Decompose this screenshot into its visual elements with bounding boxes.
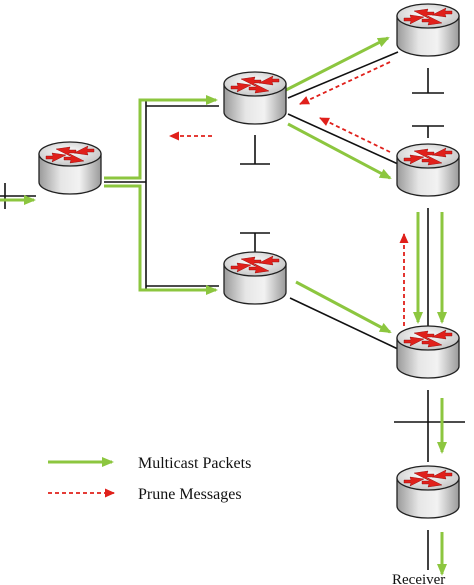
receiver-label: Receiver — [392, 572, 445, 585]
prune-arrows — [169, 61, 409, 326]
multicast-arrow-r3-to-r6 — [295, 280, 392, 334]
router-icon — [396, 3, 460, 57]
legend-prune-label: Prune Messages — [138, 486, 242, 503]
multicast-arrow-to-r2 — [104, 95, 218, 180]
prune-arrow-r4-to-r2 — [299, 61, 391, 105]
router-icon — [223, 71, 287, 125]
multicast-arrows — [0, 36, 447, 576]
router-icon — [396, 143, 460, 197]
network-links — [0, 51, 465, 570]
router-icon — [396, 465, 460, 519]
router-icon — [38, 141, 102, 195]
legend: Multicast Packets Prune Messages — [48, 455, 251, 503]
multicast-arrow-to-r5 — [287, 122, 392, 180]
legend-multicast-label: Multicast Packets — [138, 455, 251, 472]
multicast-arrow-to-r4 — [285, 36, 390, 92]
multicast-arrow-to-r3 — [104, 184, 218, 295]
router-icon — [223, 251, 287, 305]
prune-arrow-r5-to-r2 — [319, 117, 391, 153]
router-icon — [396, 325, 460, 379]
